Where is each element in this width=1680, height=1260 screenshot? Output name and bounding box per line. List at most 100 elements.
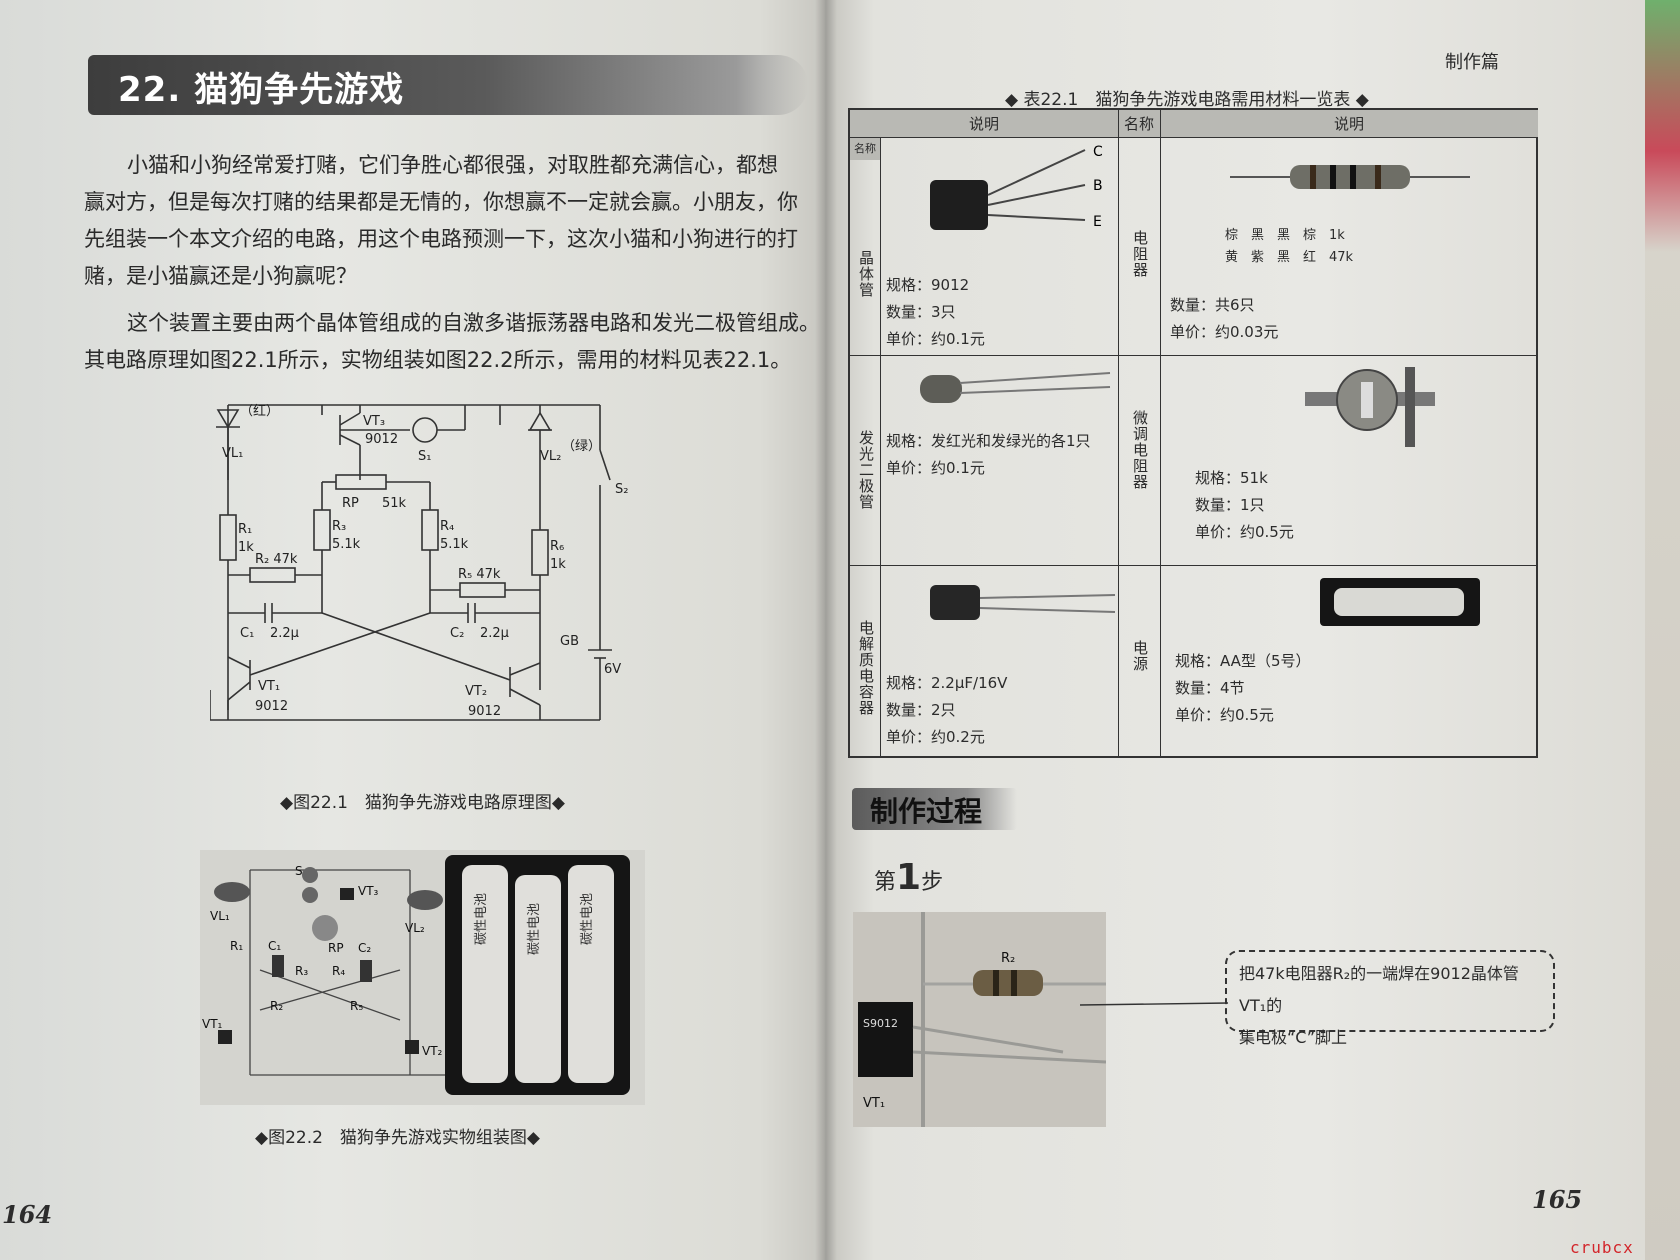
resistor-image	[1230, 165, 1470, 189]
watermark: crubcx	[1570, 1238, 1634, 1257]
label-vl2-color: （绿）	[562, 439, 601, 454]
label-r3: R₃	[332, 519, 346, 534]
paragraph-line: 赢对方，但是每次打赌的结果都是无情的，你想赢不一定就会赢。小朋友，你	[84, 190, 798, 214]
power-specs: 规格：AA型（5号） 数量：4节 单价：约0.5元	[1175, 652, 1311, 724]
resistor-specs: 数量：共6只 单价：约0.03元	[1170, 296, 1279, 341]
assembly-label-r1: R₁	[230, 939, 243, 953]
chapter-title: 22. 猫狗争先游戏	[118, 70, 405, 110]
step1-callout: 把47k电阻器R₂的一端焊在9012晶体管VT₁的 集电极“C”脚上	[1225, 950, 1555, 1047]
assembly-label-r2: R₂	[270, 999, 283, 1013]
section-label: 制作篇	[1445, 52, 1499, 73]
label-r1-value: 1k	[238, 540, 254, 555]
label-r2: R₂ 47k	[255, 552, 298, 567]
figure2-caption: ◆图22.2 猫狗争先游戏实物组装图◆	[255, 1128, 540, 1148]
step-photo-label-r2: R₂	[1001, 951, 1015, 966]
label-vt3: VT₃	[363, 414, 385, 429]
label-r1: R₁	[238, 522, 252, 537]
label-c1: C₁	[240, 626, 254, 641]
materials-table: 说明 名称 说明 名称 晶体管 C B E 规格：9012 数量：3只 单价：约…	[848, 108, 1538, 758]
figure1-caption: ◆图22.1 猫狗争先游戏电路原理图◆	[280, 793, 565, 813]
label-c1-value: 2.2μ	[270, 626, 299, 641]
assembly-label-r4: R₄	[332, 964, 345, 978]
label-c2: C₂	[450, 626, 464, 641]
table-name-led: 发光二极管	[857, 430, 875, 510]
transistor-specs: 规格：9012 数量：3只 单价：约0.1元	[886, 276, 985, 348]
capacitor-image	[930, 585, 1116, 620]
label-vt1-model: 9012	[255, 699, 288, 714]
assembly-label-c2: C₂	[358, 941, 371, 955]
label-vl1-color: （红）	[240, 403, 279, 419]
page-edge	[1645, 0, 1680, 1260]
step-label: 第1步	[874, 857, 944, 898]
label-r4-value: 5.1k	[440, 537, 469, 552]
table-title: ◆ 表22.1 猫狗争先游戏电路需用材料一览表 ◆	[1005, 90, 1369, 110]
paragraph-line: 其电路原理如图22.1所示，实物组装如图22.2所示，需用的材料见表22.1。	[84, 348, 792, 372]
capacitor-specs: 规格：2.2μF/16V 数量：2只 单价：约0.2元	[886, 674, 1008, 746]
step1-photo: R₂ S9012 VT₁	[853, 912, 1107, 1127]
assembly-label-c1: C₁	[268, 939, 281, 953]
paragraph-line: 小猫和小狗经常爱打赌，它们争胜心都很强，对取胜都充满信心，都想	[127, 153, 778, 177]
label-vl2: VL₂	[540, 449, 561, 464]
table-name-resistor: 电阻器	[1131, 230, 1149, 278]
label-s1: S₁	[418, 449, 431, 464]
table-header-desc: 说明	[850, 110, 1118, 138]
led-specs: 规格：发红光和发绿光的各1只 单价：约0.1元	[886, 432, 1091, 477]
trimmer-image	[1305, 367, 1435, 447]
label-gb-value: 6V	[604, 662, 621, 677]
label-vl1: VL₁	[222, 446, 243, 461]
pin-c: C	[1093, 144, 1103, 160]
label-vt1: VT₁	[258, 679, 280, 694]
battery-image	[1320, 578, 1480, 626]
assembly-label-vl1: VL₁	[210, 909, 230, 923]
table-header-name: 名称	[850, 138, 880, 160]
battery-label: 碳性电池	[527, 903, 542, 955]
table-name-trimmer: 微调电阻器	[1131, 410, 1149, 490]
page-number-left: 164	[2, 1200, 53, 1229]
assembly-label-rp: RP	[328, 941, 344, 955]
label-gb: GB	[560, 634, 579, 649]
process-title: 制作过程	[870, 795, 983, 828]
step-number: 1	[896, 857, 922, 898]
label-s2: S₂	[615, 482, 628, 497]
callout-leader-line	[1080, 1002, 1229, 1006]
battery-label: 碳性电池	[474, 893, 489, 945]
paragraph-line: 先组装一个本文介绍的电路，用这个电路预测一下，这次小猫和小狗进行的打	[84, 227, 798, 251]
paragraph-line: 赌，是小猫赢还是小狗赢呢？	[84, 264, 357, 288]
battery-label: 碳性电池	[580, 893, 595, 945]
assembly-label-vt2: VT₂	[422, 1044, 443, 1058]
assembly-label-r5: R₅	[350, 999, 363, 1013]
label-r5: R₅ 47k	[458, 567, 501, 582]
chapter-title-bar	[88, 55, 808, 115]
trimmer-specs: 规格：51k 数量：1只 单价：约0.5元	[1195, 469, 1294, 541]
assembly-label-vt3: VT₃	[358, 884, 379, 898]
page-number-right: 165	[1532, 1185, 1583, 1214]
label-vt3-model: 9012	[365, 432, 398, 447]
table-name-capacitor: 电解质电容器	[857, 620, 875, 716]
label-rp: RP	[342, 496, 359, 511]
assembly-label-s: S	[295, 864, 303, 878]
label-vt2-model: 9012	[468, 704, 501, 719]
paragraph-line: 这个装置主要由两个晶体管组成的自激多谐振荡器电路和发光二极管组成。	[127, 311, 820, 335]
step-photo-label-vt1: VT₁	[863, 1096, 885, 1111]
left-page: 22. 猫狗争先游戏 小猫和小狗经常爱打赌，它们争胜心都很强，对取胜都充满信心，…	[0, 0, 825, 1260]
label-r3-value: 5.1k	[332, 537, 361, 552]
table-header-name: 名称	[1118, 110, 1160, 138]
pin-b: B	[1093, 178, 1103, 194]
process-header-bar	[852, 788, 1017, 830]
resistor-color-codes: 棕 黑 黑 棕 1k 黄 紫 黑 红 47k	[1225, 228, 1354, 265]
transistor-image: C B E	[930, 144, 1103, 230]
label-r6-value: 1k	[550, 557, 566, 572]
step-photo-chip-marking: S9012	[863, 1017, 898, 1030]
label-vt2: VT₂	[465, 684, 487, 699]
assembly-label-r3: R₃	[295, 964, 308, 978]
label-c2-value: 2.2μ	[480, 626, 509, 641]
label-r4: R₄	[440, 519, 454, 534]
label-r6: R₆	[550, 539, 564, 554]
assembly-label-vt1: VT₁	[202, 1017, 223, 1031]
book-gutter	[815, 0, 837, 1260]
assembly-label-vl2: VL₂	[405, 921, 425, 935]
table-name-transistor: 晶体管	[857, 250, 875, 298]
table-name-power: 电源	[1131, 640, 1149, 672]
label-rp-value: 51k	[382, 496, 407, 511]
circuit-schematic: （红） VL₁ VT₃ 9012 S₁ VL₂ （绿） S₂ RP 51k R₁…	[210, 403, 628, 721]
